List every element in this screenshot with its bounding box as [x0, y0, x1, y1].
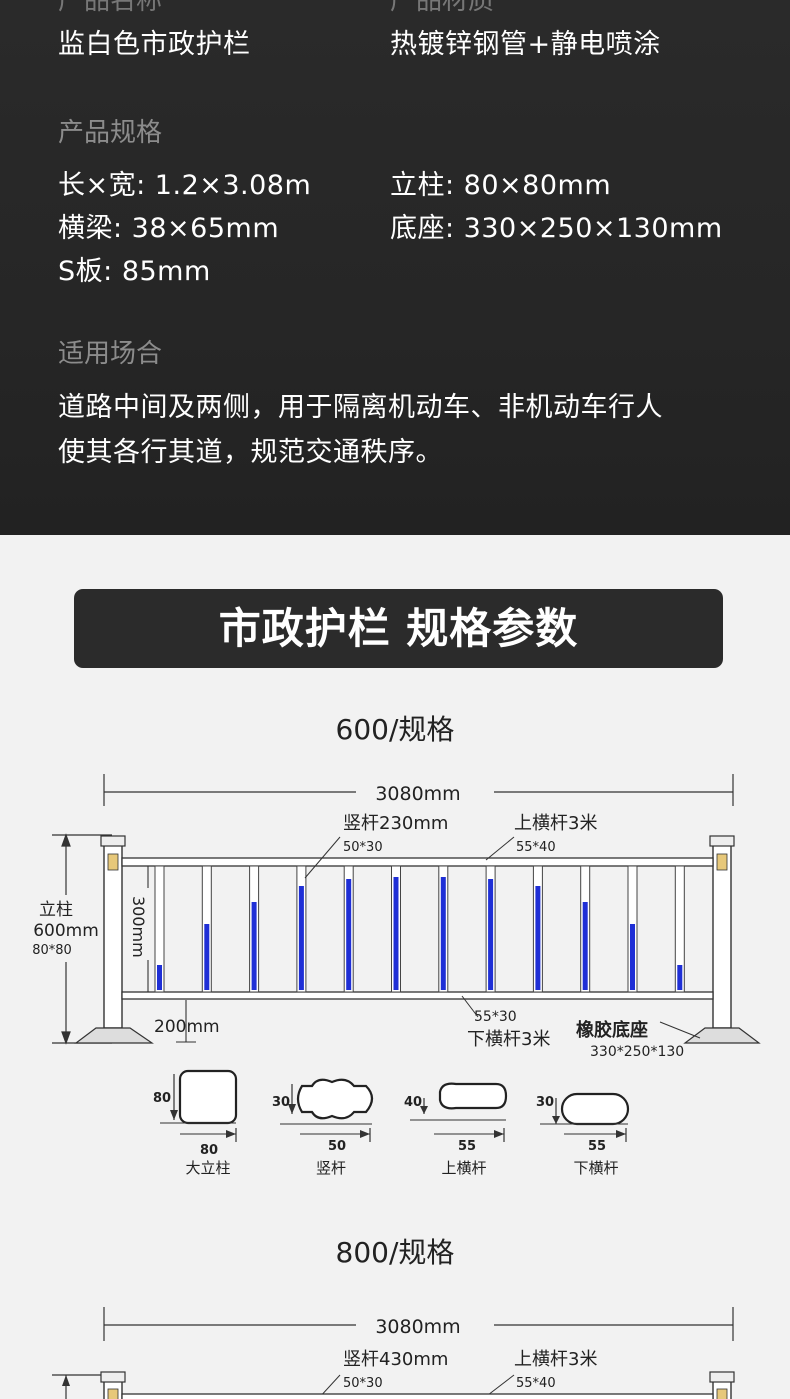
section-top-rail: 40 55 上横杆 [404, 1082, 508, 1177]
baluster-fill [582, 902, 588, 990]
usage-heading: 适用场合 [58, 339, 163, 369]
spec-base: 底座: 330×250×130mm [390, 213, 723, 244]
baluster-fill [346, 879, 352, 990]
cross-sections: 80 80 大立柱 30 50 竖杆 40 55 上横杆 30 [153, 1069, 630, 1177]
post-size: 80*80 [32, 943, 72, 958]
section-post-name: 大立柱 [185, 1159, 230, 1177]
section-post-h: 80 [153, 1091, 171, 1106]
banner-title: 市政护栏 规格参数 [218, 604, 579, 653]
top-rail-label-800: 上横杆3米 [514, 1349, 597, 1370]
top-rail-size-800: 55*40 [516, 1376, 556, 1391]
product-name: 监白色市政护栏 [58, 29, 251, 60]
baluster-label-800: 竖杆430mm [343, 1349, 448, 1370]
width-label-800: 3080mm [375, 1316, 460, 1338]
section-top-rail-w: 55 [458, 1139, 476, 1154]
section-bottom-rail-name: 下横杆 [573, 1159, 618, 1177]
spec-800-title: 800/规格 [335, 1236, 455, 1269]
spec-banner: 市政护栏 规格参数 [74, 589, 723, 668]
baluster [674, 865, 685, 993]
baluster [154, 865, 165, 993]
spec-size: 长×宽: 1.2×3.08m [58, 170, 312, 201]
spec-s-plate: S板: 85mm [58, 256, 211, 287]
spec-beam: 横梁: 38×65mm [58, 213, 280, 244]
post-height: 600mm [33, 921, 99, 941]
spec-600-title: 600/规格 [335, 713, 455, 746]
section-post-w: 80 [200, 1143, 218, 1158]
top-rail-label: 上横杆3米 [514, 813, 597, 834]
cut-label-name: 产品名称 [58, 0, 163, 16]
spec-heading: 产品规格 [58, 118, 163, 148]
section-bottom-rail: 30 55 下横杆 [536, 1092, 630, 1177]
inner-height: 300mm [129, 896, 148, 958]
baluster-fill [535, 886, 541, 990]
baluster-fill [393, 877, 399, 990]
cut-label-material: 产品材质 [390, 0, 495, 16]
width-label: 3080mm [375, 783, 460, 805]
baluster-label: 竖杆230mm [343, 813, 448, 834]
section-baluster-h: 30 [272, 1095, 290, 1110]
usage-line-2: 使其各行其道，规范交通秩序。 [58, 437, 443, 468]
usage-line-1: 道路中间及两侧，用于隔离机动车、非机动车行人 [58, 392, 663, 423]
product-info-panel: 产品名称 产品材质 监白色市政护栏 热镀锌钢管+静电喷涂 产品规格 长×宽: 1… [0, 0, 790, 535]
section-post: 80 80 大立柱 [153, 1069, 238, 1177]
fence-diagram-800: 3080mm 竖杆430mm 50*30 上横杆3米 55*40 [52, 1307, 735, 1399]
section-top-rail-h: 40 [404, 1095, 422, 1110]
baluster-group [154, 865, 685, 993]
base-label: 橡胶底座 [576, 1019, 648, 1041]
bottom-gap: 200mm [154, 1017, 220, 1037]
baluster-size-800: 50*30 [343, 1376, 383, 1391]
baluster-fill [204, 924, 210, 990]
baluster-fill [440, 877, 446, 990]
section-baluster-w: 50 [328, 1139, 346, 1154]
bottom-rail-size: 55*30 [474, 1009, 517, 1025]
section-bottom-rail-h: 30 [536, 1095, 554, 1110]
base-size: 330*250*130 [590, 1044, 684, 1060]
baluster-fill [677, 965, 683, 990]
product-material: 热镀锌钢管+静电喷涂 [390, 29, 661, 60]
section-baluster-name: 竖杆 [316, 1159, 346, 1177]
baluster-fill [298, 886, 304, 990]
bottom-rail [121, 991, 714, 1000]
fence-diagram-600: 3080mm 立柱 600mm 80*80 300mm 200mm [32, 774, 761, 1060]
width-dimension [103, 774, 734, 806]
baluster-fill [488, 879, 494, 990]
bottom-rail-label: 下横杆3米 [467, 1029, 550, 1050]
section-bottom-rail-w: 55 [588, 1139, 606, 1154]
spec-post: 立柱: 80×80mm [390, 170, 612, 201]
right-post [683, 835, 761, 1044]
top-rail-size: 55*40 [516, 840, 556, 855]
left-post [74, 835, 154, 1044]
baluster-fill [157, 965, 162, 990]
section-baluster: 30 50 竖杆 [272, 1078, 374, 1177]
post-label: 立柱 [39, 900, 73, 920]
baluster-fill [251, 902, 257, 990]
section-top-rail-name: 上横杆 [441, 1159, 486, 1177]
baluster-fill [630, 924, 635, 990]
baluster-size: 50*30 [343, 840, 383, 855]
top-rail [121, 857, 714, 867]
